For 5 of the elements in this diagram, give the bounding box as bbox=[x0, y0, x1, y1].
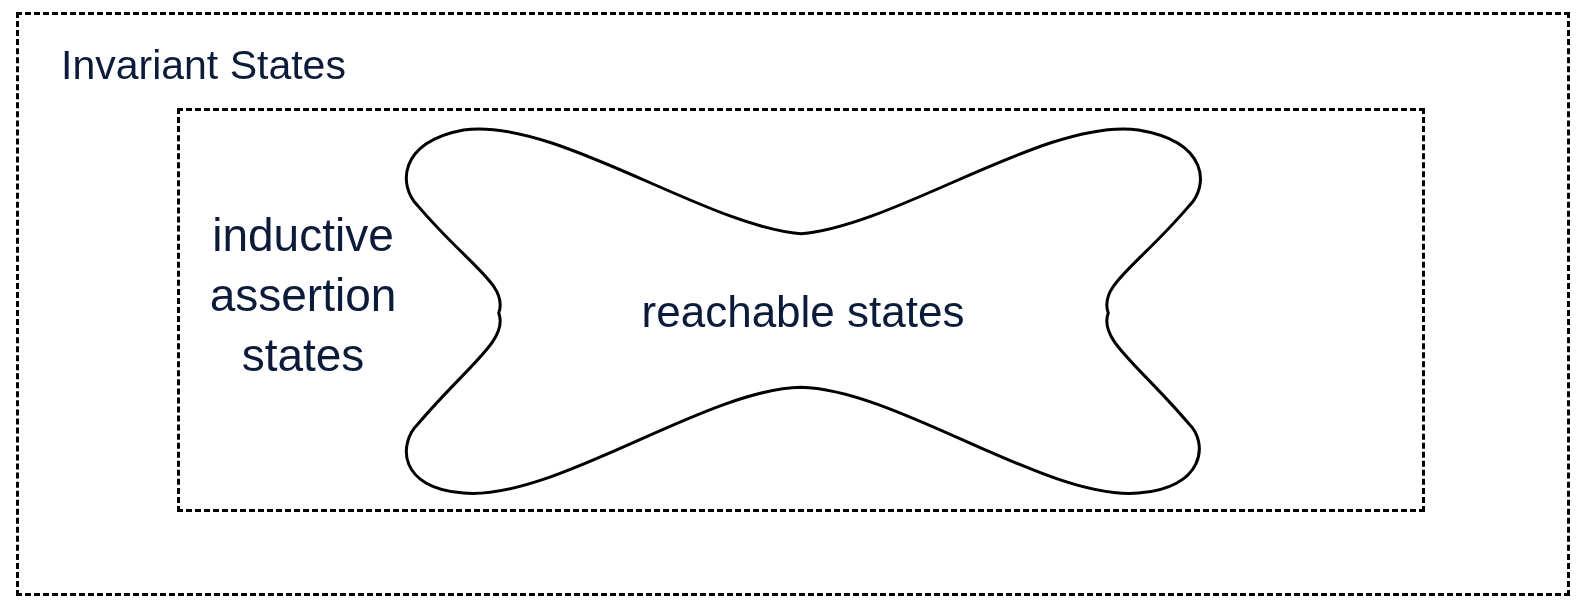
dashed-region bbox=[177, 108, 1425, 512]
dashed-region bbox=[16, 12, 1570, 596]
region-label: inductive assertion states bbox=[208, 208, 398, 383]
region-label: reachable states bbox=[640, 286, 966, 338]
region-label: Invariant States bbox=[61, 41, 347, 90]
